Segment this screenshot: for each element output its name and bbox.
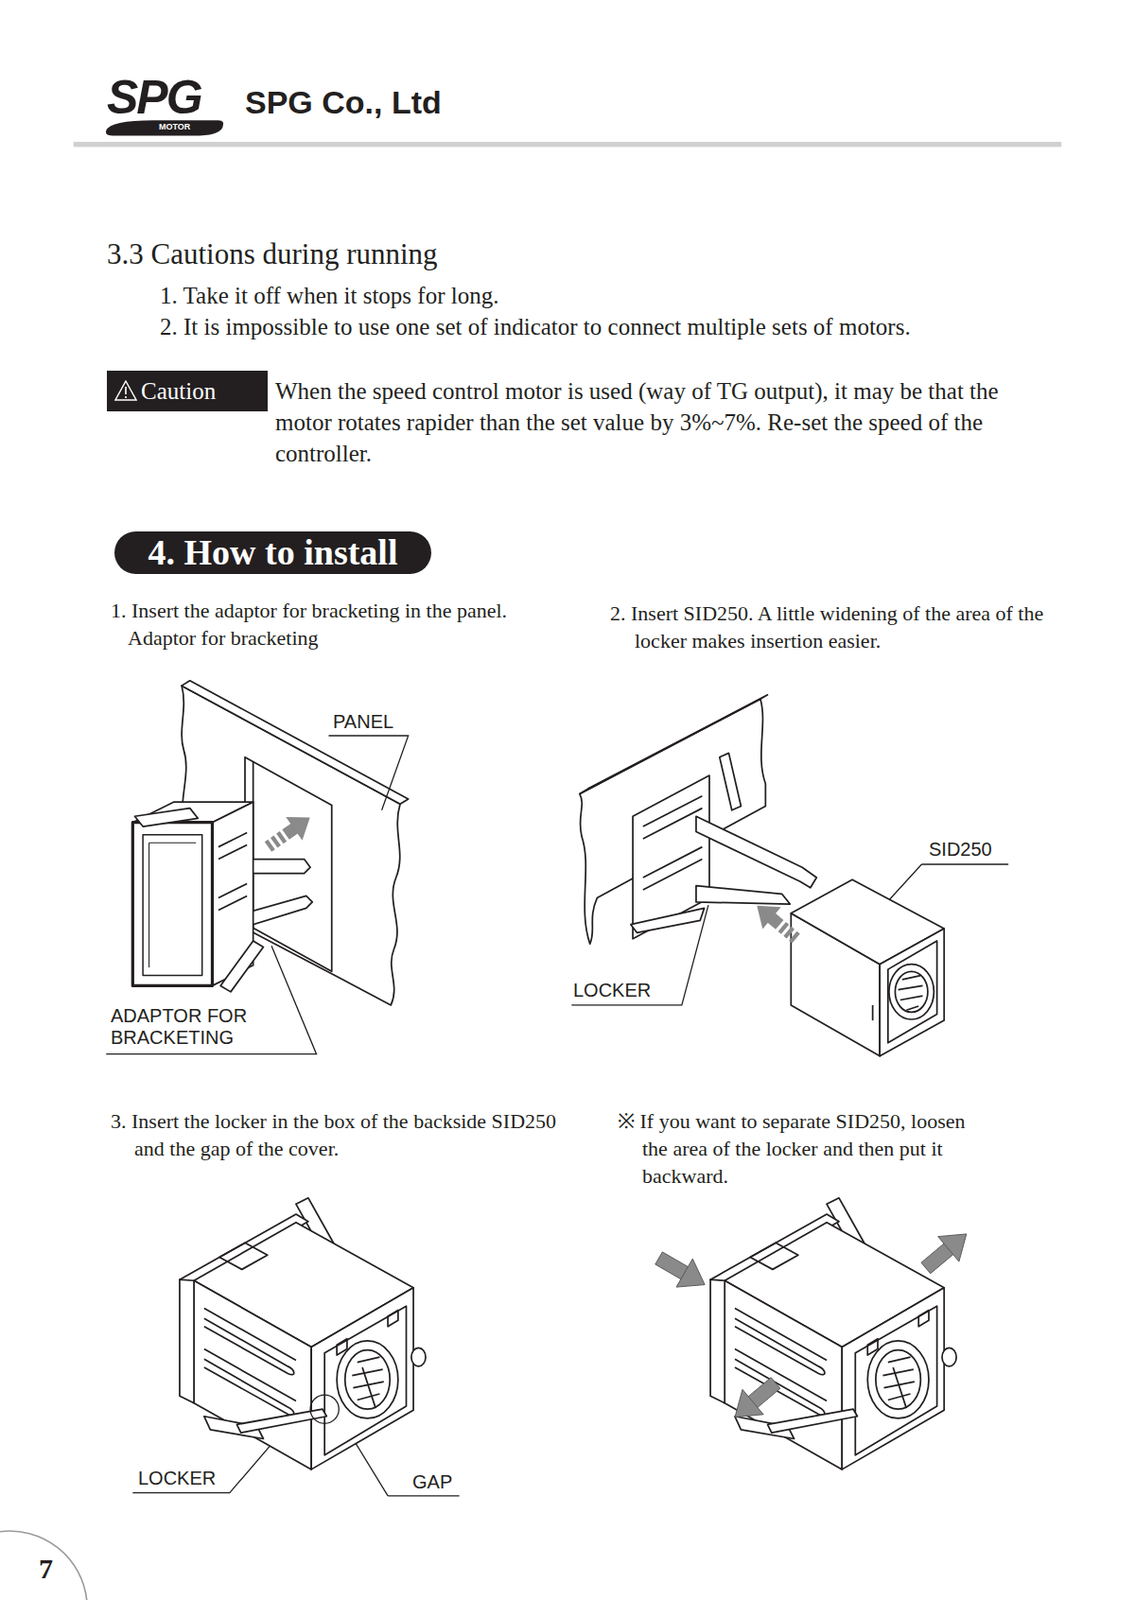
company-name: SPG Co., Ltd [244, 85, 442, 121]
warning-mark [124, 386, 127, 399]
part-label: SID250 [928, 838, 993, 860]
page-corner-arc [0, 1531, 88, 1600]
part-label: LOCKER [573, 979, 651, 1001]
step-subtitle: Adaptor for bracketing [127, 627, 319, 650]
caution-note: When the speed control motor is used (wa… [275, 375, 1061, 470]
part-label: PANEL [332, 711, 394, 733]
step-text: 3. Insert the locker in the box of the b… [110, 1107, 560, 1163]
part-label: GAP [412, 1471, 453, 1493]
node-text: Caution [140, 370, 216, 412]
step-text: 2. Insert SID250. A little widening of t… [610, 599, 1074, 655]
part-label: LOCKER [138, 1467, 216, 1489]
section-title: 4. How to install [114, 531, 432, 575]
leader-lines [105, 735, 1009, 1497]
figure-insert-unit [579, 695, 944, 1057]
warning-triangle-outline [115, 381, 137, 401]
warning-triangle [114, 380, 138, 402]
section-heading: 3.3 Cautions during running [106, 238, 438, 271]
caution-badge: Caution [106, 370, 268, 412]
caution-item: 1. Take it off when it stops for long. [159, 282, 499, 310]
page-number: 7 [38, 1553, 53, 1585]
step-text: 1. Insert the adaptor for bracketing in … [110, 599, 507, 623]
logo-text: SPG [106, 71, 202, 124]
note-text: ※ If you want to separate SID250, loosen… [617, 1107, 970, 1190]
gap-circle [310, 1395, 339, 1424]
figure-panel-adaptor [132, 681, 408, 1006]
part-label: ADAPTOR FOR BRACKETING [110, 1005, 277, 1049]
caution-item: 2. It is impossible to use one set of in… [159, 314, 911, 341]
header-rule [73, 141, 1063, 147]
